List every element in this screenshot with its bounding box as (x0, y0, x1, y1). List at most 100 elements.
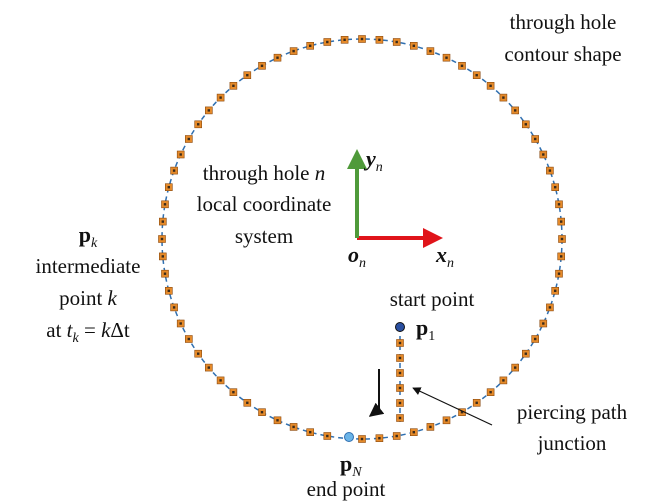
contour-point (557, 217, 566, 226)
contour-point (194, 349, 202, 358)
piercing-label-line1: piercing path (517, 400, 628, 424)
start-point-label: start point (390, 287, 475, 311)
contour-point (170, 166, 178, 175)
junction-pointer-arrow (412, 387, 493, 426)
contour-point (323, 38, 332, 46)
y-axis-label: yn (363, 146, 383, 175)
contour-point (205, 106, 213, 115)
contour-point (185, 135, 193, 143)
contour-point (442, 416, 451, 425)
intermediate-label-line3: at tk = kΔt (46, 318, 130, 346)
p1-label: p1 (416, 315, 435, 344)
contour-point (392, 432, 401, 440)
contour-point (409, 41, 418, 50)
contour-point (229, 82, 238, 90)
coord-label-line1: through hole n (203, 161, 325, 185)
contour-point (472, 398, 481, 407)
contour-point (426, 47, 435, 55)
contour-point (216, 93, 225, 102)
contour-point (531, 135, 540, 143)
contour-point (486, 82, 495, 90)
contour-point (409, 428, 418, 437)
end-point-label: end point (307, 477, 386, 501)
contour-point (472, 71, 481, 79)
contour-point (486, 388, 495, 397)
contour-point (539, 319, 548, 328)
contour-point (185, 335, 193, 343)
contour-point (551, 286, 560, 295)
contour-point (546, 166, 554, 175)
contour-point (521, 349, 530, 358)
contour-point (306, 41, 315, 50)
contour-points (158, 35, 566, 443)
coord-label-line3: system (235, 224, 293, 248)
contour-point (546, 303, 554, 312)
piercing-point (396, 399, 404, 407)
contour-point (442, 53, 451, 62)
contour-point (426, 423, 435, 431)
contour-point (306, 428, 315, 437)
contour-point (392, 38, 401, 46)
piercing-point (396, 414, 404, 422)
contour-point (243, 71, 252, 79)
contour-point (551, 183, 560, 191)
contour-point (258, 408, 266, 417)
contour-point (340, 35, 349, 44)
contour-point (159, 252, 167, 261)
contour-point (375, 434, 384, 443)
contour-point (273, 416, 282, 425)
contour-point (205, 363, 213, 372)
start-point-marker (395, 322, 405, 332)
contour-point (289, 47, 298, 55)
contour-point (358, 35, 366, 43)
contour-point (375, 35, 384, 44)
piercing-point (396, 384, 404, 392)
contour-point (229, 388, 238, 397)
contour-point (539, 150, 548, 159)
end-point-marker (344, 432, 354, 442)
contour-point (289, 423, 298, 431)
contour-point (273, 53, 282, 62)
contour-point (170, 303, 178, 312)
contour-point (258, 61, 266, 70)
contour-point (555, 200, 563, 209)
contour-point (499, 376, 508, 385)
contour-point (557, 252, 566, 261)
intermediate-label-line1: intermediate (36, 254, 141, 278)
contour-point (161, 200, 169, 209)
contour-point (531, 335, 540, 343)
origin-label: on (348, 242, 366, 271)
contour-point (499, 93, 508, 102)
contour-point (159, 217, 167, 226)
contour-point (323, 432, 332, 440)
piercing-point (396, 339, 404, 347)
contour-point (511, 363, 520, 372)
contour-point (176, 150, 185, 159)
pN-label: pN (340, 451, 362, 480)
contour-point (158, 235, 166, 243)
contour-point (558, 235, 566, 243)
contour-point (165, 286, 173, 295)
direction-arrow-icon (368, 369, 385, 417)
pk-label: pk (79, 222, 98, 251)
contour-point (176, 319, 185, 328)
contour-point (358, 435, 366, 443)
contour-point (243, 398, 252, 407)
x-axis-label: xn (435, 242, 454, 271)
contour-point (216, 376, 225, 385)
contour-point (458, 61, 466, 70)
contour-label-line1: through hole (510, 10, 617, 34)
coord-label-line2: local coordinate (197, 192, 332, 216)
contour-point (194, 120, 202, 129)
piercing-points (396, 339, 404, 422)
piercing-point (396, 354, 404, 362)
piercing-label-line2: junction (537, 431, 607, 455)
contour-point (555, 269, 563, 278)
intermediate-label-line2: point k (59, 286, 117, 310)
contour-point (165, 183, 173, 191)
contour-point (161, 269, 169, 278)
contour-point (521, 120, 530, 129)
contour-point (511, 106, 520, 115)
piercing-point (396, 369, 404, 377)
